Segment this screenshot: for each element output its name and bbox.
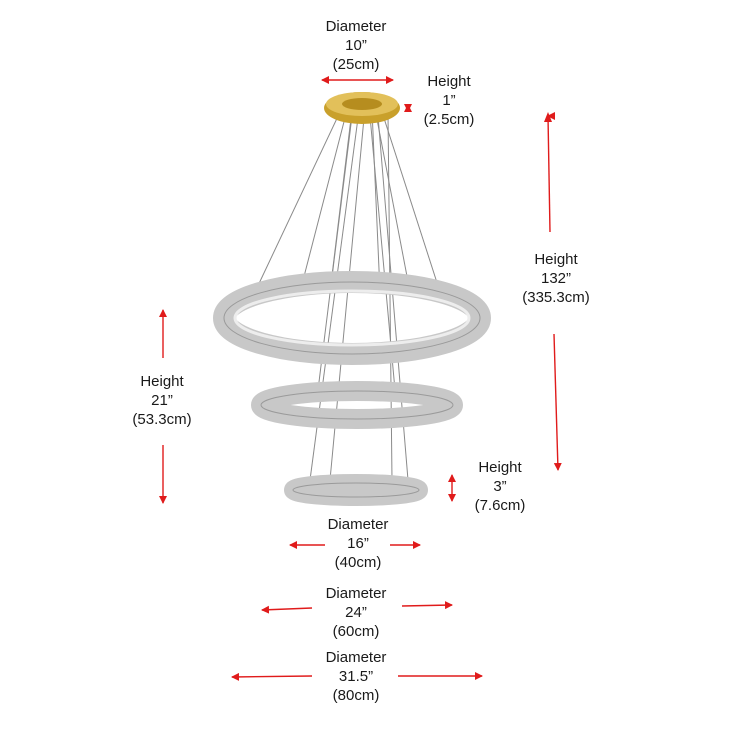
label-imperial: 31.5” — [338, 668, 374, 685]
label-metric: (80cm) — [332, 687, 380, 704]
large-ring-diameter-label: Diameter 31.5” (80cm) — [310, 648, 402, 705]
label-imperial: 1” — [442, 92, 456, 109]
double-arrow-icon — [547, 115, 551, 233]
double-arrow-icon — [401, 601, 453, 610]
label-imperial: 16” — [347, 535, 369, 552]
canopy — [324, 92, 400, 124]
label-imperial: 132” — [540, 270, 572, 287]
label-metric: (60cm) — [332, 623, 380, 640]
arrowhead-up-icon — [544, 112, 552, 122]
ring-height-label: Height 3” (7.6cm) — [460, 458, 540, 515]
double-arrow-icon — [553, 333, 562, 471]
canopy-height-label: Height 1” (2.5cm) — [410, 72, 488, 129]
large-crystal-ring — [213, 271, 491, 365]
small-crystal-ring — [284, 474, 428, 506]
label-imperial: 24” — [345, 604, 367, 621]
canopy-diameter-label: Diameter 10” (25cm) — [310, 17, 402, 74]
label-metric: (53.3cm) — [132, 411, 192, 428]
label-title: Height — [478, 459, 522, 476]
label-title: Diameter — [327, 516, 389, 533]
label-imperial: 3” — [493, 478, 507, 495]
label-title: Height — [140, 373, 184, 390]
overall-height-label: Height 132” (335.3cm) — [510, 250, 602, 307]
label-title: Height — [534, 251, 578, 268]
small-ring-diameter-label: Diameter 16” (40cm) — [312, 515, 404, 572]
body-height-label: Height 21” (53.3cm) — [122, 372, 202, 429]
label-metric: (2.5cm) — [423, 111, 475, 128]
medium-crystal-ring — [251, 381, 463, 429]
medium-ring-diameter-label: Diameter 24” (60cm) — [310, 584, 402, 641]
label-title: Diameter — [325, 585, 387, 602]
label-metric: (40cm) — [334, 554, 382, 571]
double-arrow-icon — [261, 605, 313, 614]
label-title: Height — [427, 73, 471, 90]
label-imperial: 10” — [345, 37, 367, 54]
label-title: Diameter — [325, 18, 387, 35]
label-metric: (335.3cm) — [522, 289, 590, 306]
label-title: Diameter — [325, 649, 387, 666]
dimension-arrows — [159, 76, 562, 681]
label-metric: (7.6cm) — [474, 497, 526, 514]
label-metric: (25cm) — [332, 56, 380, 73]
label-imperial: 21” — [151, 392, 173, 409]
double-arrow-icon — [231, 672, 313, 681]
